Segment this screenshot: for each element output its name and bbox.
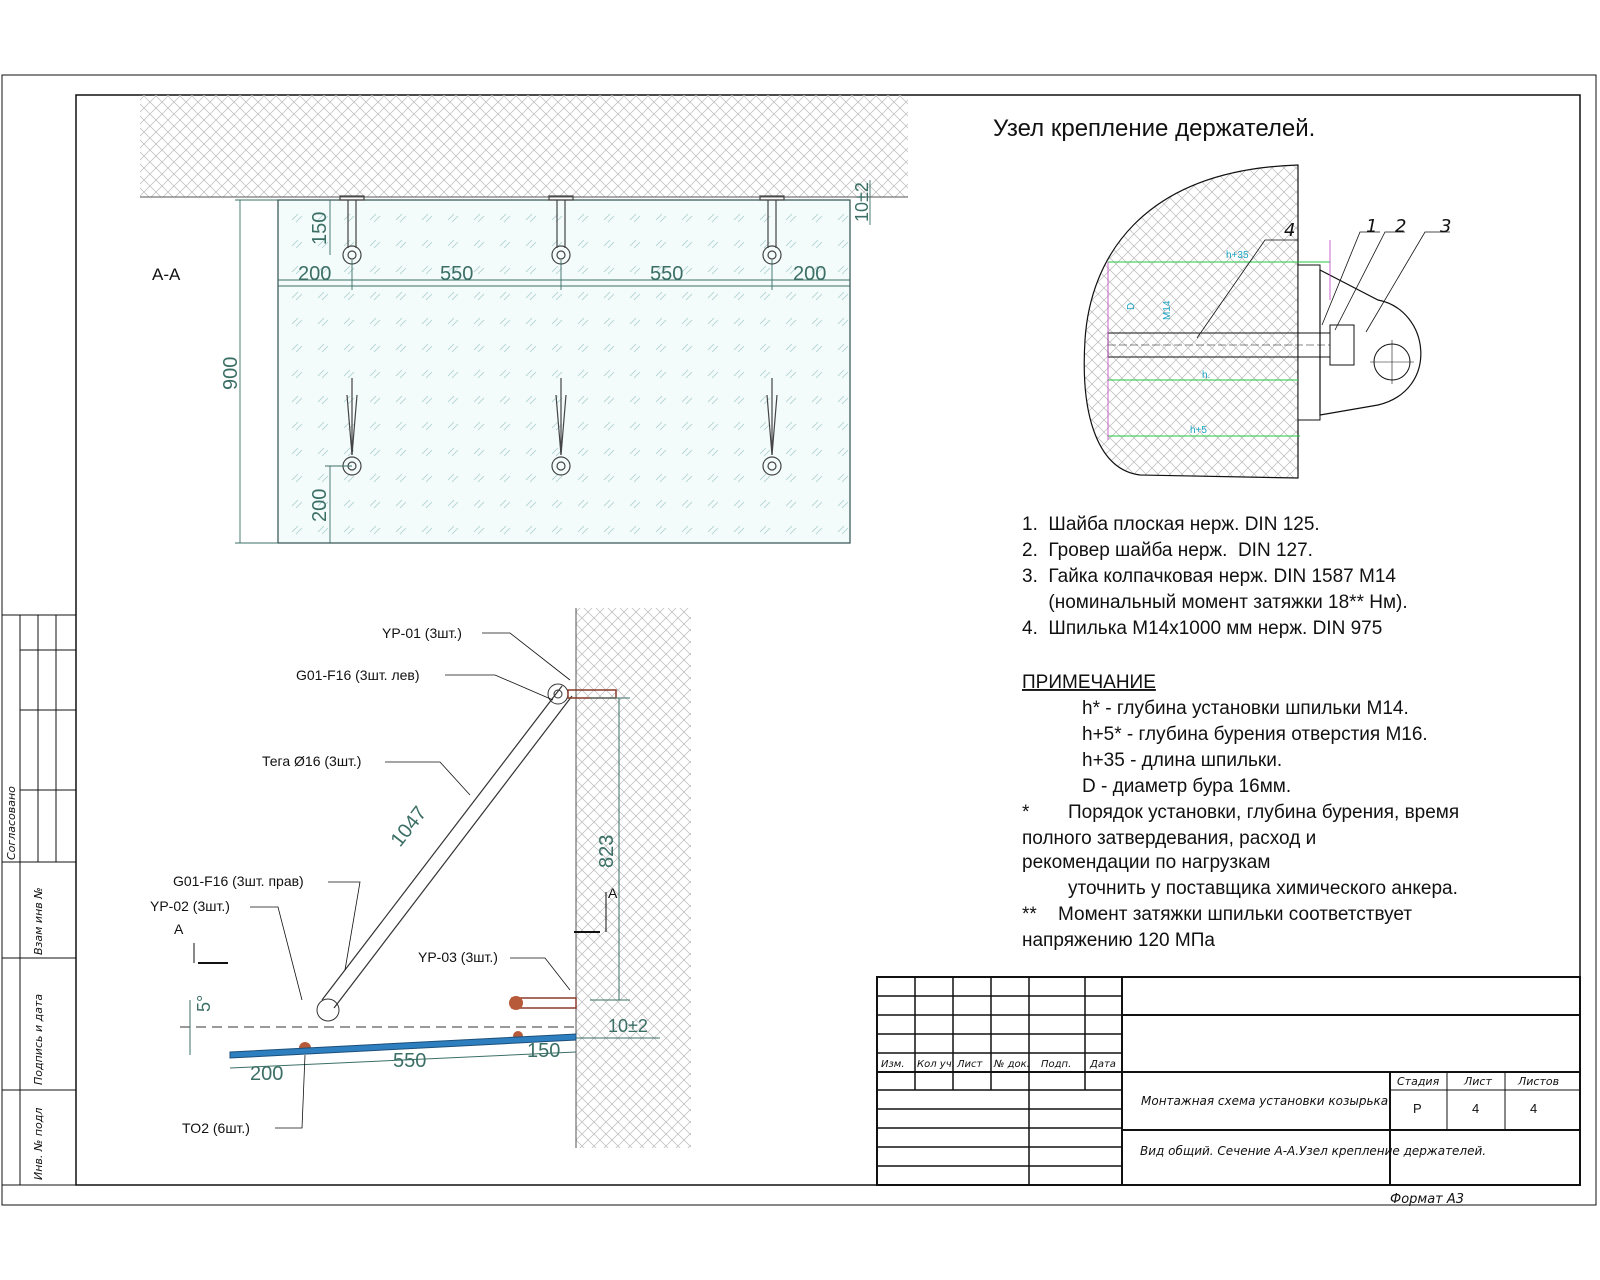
- dim-angle: 5°: [194, 995, 214, 1012]
- wall: [576, 608, 691, 1148]
- label-tega: Тега Ø16 (3шт.): [262, 753, 361, 769]
- tb-sheets: 4: [1530, 1101, 1537, 1116]
- notes: ПРИМЕЧАНИЕ h* - глубина установки шпильк…: [1022, 672, 1459, 951]
- note-star: *: [1022, 802, 1030, 823]
- note-star-2: полного затвердевания, расход и: [1022, 828, 1316, 849]
- detail-m14: M14: [1162, 300, 1173, 320]
- dim-823: 823: [596, 835, 618, 868]
- dim-200-right: 200: [793, 263, 826, 285]
- tb-sheet-label: Лист: [1463, 1075, 1492, 1088]
- stamp-inv: Инв. № подл: [32, 1108, 45, 1180]
- callout-4: 4: [1284, 220, 1295, 241]
- dim-gap: 10±2: [852, 182, 872, 222]
- note-dstar-2: напряжению 120 МПа: [1022, 930, 1215, 951]
- detail-view: Узел крепление держателей. 4 1 2 3 h+35: [993, 115, 1451, 479]
- tb-header-kol: Кол уч.: [917, 1059, 955, 1070]
- notes-heading: ПРИМЕЧАНИЕ: [1022, 672, 1156, 693]
- tb-header-doc: № док.: [993, 1059, 1030, 1070]
- dim-550-side: 550: [393, 1050, 426, 1072]
- note-line-2: h+5* - глубина бурения отверстия М16.: [1082, 724, 1428, 745]
- part-4: 4. Шпилька M14x1000 мм нерж. DIN 975: [1022, 618, 1382, 639]
- note-line-3: h+35 - длина шпильки.: [1082, 750, 1282, 771]
- detail-h35: h+35: [1226, 250, 1249, 261]
- label-g01-right: G01-F16 (3шт. прав): [173, 873, 304, 889]
- note-star-1: Порядок установки, глубина бурения, врем…: [1068, 802, 1459, 823]
- detail-title: Узел крепление держателей.: [993, 115, 1315, 142]
- section-mark-a2: А: [174, 921, 184, 937]
- label-g01-left: G01-F16 (3шт. лев): [296, 667, 420, 683]
- note-line-1: h* - глубина установки шпильки М14.: [1082, 698, 1409, 719]
- tb-name: Монтажная схема установки козырька: [1141, 1094, 1388, 1108]
- dim-200-bottom: 200: [309, 489, 331, 522]
- note-dstar: **: [1022, 904, 1037, 925]
- callout-2: 2: [1395, 216, 1406, 237]
- callout-1: 1: [1366, 216, 1377, 237]
- detail-h5: h+5: [1190, 425, 1207, 436]
- tb-stage: Р: [1413, 1101, 1422, 1116]
- tb-header-podp: Подп.: [1041, 1059, 1071, 1070]
- part-2: 2. Гровер шайба нерж. DIN 127.: [1022, 540, 1313, 561]
- detail-h: h.: [1202, 370, 1210, 381]
- note-line-4: D - диаметр бура 16мм.: [1082, 776, 1291, 797]
- dim-gap-side: 10±2: [608, 1016, 648, 1036]
- note-star-4: уточнить у поставщика химического анкера…: [1068, 878, 1458, 899]
- dim-550-a: 550: [440, 263, 473, 285]
- title-block: Изм. Кол уч. Лист № док. Подп. Дата Монт…: [876, 976, 1581, 1207]
- tb-header-list: Лист: [956, 1059, 984, 1070]
- part-3: 3. Гайка колпачковая нерж. DIN 1587 M14: [1022, 566, 1396, 587]
- note-dstar-1: Момент затяжки шпильки соответствует: [1058, 904, 1412, 925]
- dim-150-side: 150: [527, 1040, 560, 1062]
- dim-200-left: 200: [298, 263, 331, 285]
- tb-header-izm: Изм.: [881, 1059, 905, 1070]
- stamp-sign-date: Подпись и дата: [32, 994, 45, 1085]
- label-to2: TO2 (6шт.): [182, 1120, 250, 1136]
- label-yp03: YP-03 (3шт.): [418, 949, 498, 965]
- tb-stage-label: Стадия: [1397, 1075, 1440, 1088]
- dim-900: 900: [220, 357, 242, 390]
- ceiling-slab: [140, 95, 908, 197]
- tb-sheets-label: Листов: [1517, 1075, 1559, 1088]
- tb-sheet-title: Вид общий. Сечение А-А.Узел крепление де…: [1140, 1144, 1486, 1158]
- dim-200-side: 200: [250, 1063, 283, 1085]
- tb-format: Формат А3: [1390, 1192, 1464, 1207]
- stamp-replace: Взам инв №: [32, 887, 45, 955]
- callout-3: 3: [1440, 216, 1451, 237]
- side-view: YP-01 (3шт.) G01-F16 (3шт. лев) Тега Ø16…: [150, 608, 691, 1148]
- dim-150: 150: [309, 212, 331, 245]
- label-yp01: YP-01 (3шт.): [382, 625, 462, 641]
- section-label: А-А: [152, 265, 181, 284]
- section-mark-a1: А: [608, 885, 618, 901]
- glass-canopy: [229, 1033, 577, 1059]
- stamp-agreed: Согласовано: [5, 786, 18, 860]
- label-yp02: YP-02 (3шт.): [150, 898, 230, 914]
- dim-1047: 1047: [387, 802, 432, 851]
- part-1: 1. Шайба плоская нерж. DIN 125.: [1022, 514, 1320, 535]
- side-stamp: Согласовано Взам инв № Подпись и дата Ин…: [1, 614, 77, 1186]
- detail-d: D: [1126, 303, 1137, 310]
- tb-header-data: Дата: [1089, 1059, 1116, 1070]
- dim-550-b: 550: [650, 263, 683, 285]
- section-view: А-А 200 550 550 200 900 150 200 10±2: [140, 95, 908, 544]
- parts-list: 1. Шайба плоская нерж. DIN 125. 2. Грове…: [1022, 514, 1408, 639]
- tb-sheet: 4: [1472, 1101, 1479, 1116]
- part-3-torque: (номинальный момент затяжки 18** Нм).: [1022, 592, 1408, 613]
- note-star-3: рекомендации по нагрузкам: [1022, 852, 1270, 873]
